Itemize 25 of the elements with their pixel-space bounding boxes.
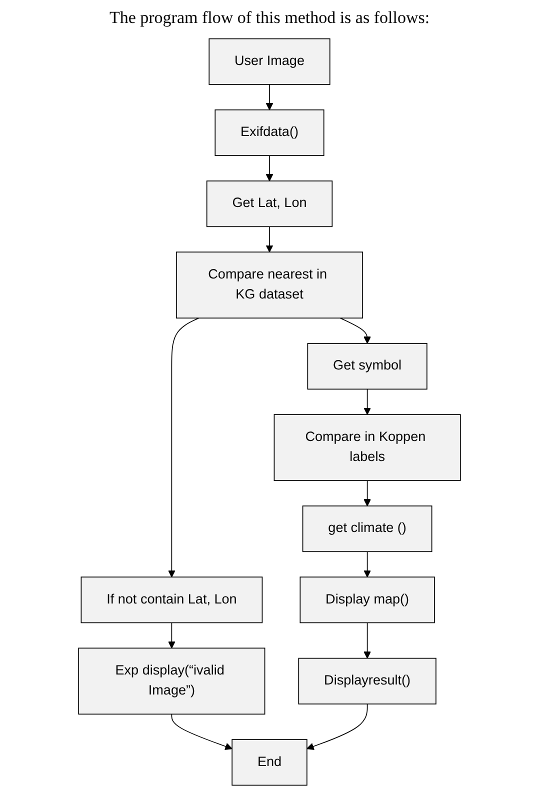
arrow (266, 226, 274, 252)
node-box: User Image (208, 38, 330, 85)
arrow (364, 480, 372, 506)
arrow (340, 318, 372, 344)
arrow (364, 551, 372, 578)
node-box: get climate () (302, 506, 432, 552)
arrow (266, 84, 274, 110)
heading: The program flow of this method is as follows: (108, 8, 431, 28)
arrow (364, 622, 372, 659)
node-box: Display map() (300, 576, 435, 624)
arrow (266, 155, 274, 182)
node-box: Get symbol (307, 343, 428, 390)
arrow (364, 388, 372, 415)
node-box: Get Lat, Lon (206, 180, 333, 228)
node-box: Exp display(“ivalid Image”) (78, 648, 266, 715)
node-box: Displayresult() (298, 658, 436, 704)
arrow (168, 318, 200, 578)
node-box: End (232, 739, 308, 786)
node-box: Exifdata() (214, 109, 324, 156)
node-box: If not contain Lat, Lon (80, 576, 263, 624)
arrow (168, 622, 176, 648)
arrow (306, 704, 368, 750)
node-box: Compare nearest in KG dataset (176, 252, 364, 318)
arrow (171, 714, 232, 750)
node-box: Compare in Koppen labels (274, 414, 461, 481)
